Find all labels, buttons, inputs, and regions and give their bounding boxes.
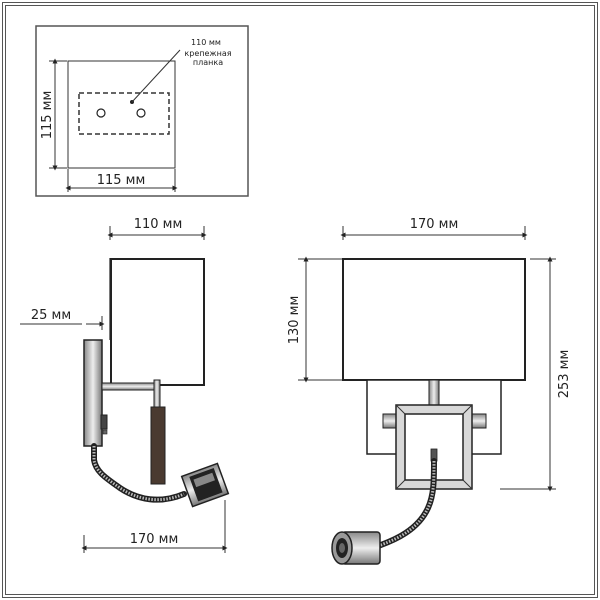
front-shade	[342, 258, 526, 381]
inset-height-label: 115 мм	[40, 91, 55, 140]
front-gooseneck	[375, 458, 437, 549]
front-connector-right	[471, 413, 487, 429]
wall-offset-label: 25 мм	[31, 308, 71, 323]
inset-width-label: 115 мм	[97, 173, 146, 188]
inset-mounting-plate: 115 мм 115 мм 110 мм крепежная планка	[35, 25, 249, 197]
screw-hole-left	[96, 108, 106, 118]
plate-width-label: 110 мм	[191, 38, 221, 47]
front-arm-joint	[428, 379, 440, 407]
side-arm	[101, 382, 158, 391]
screw-hole-right	[136, 108, 146, 118]
side-view: 110 мм 25 мм 170 мм	[20, 217, 230, 553]
front-reading-head	[331, 531, 381, 565]
side-reading-head	[180, 462, 230, 508]
plate-name-line1: крепежная	[184, 49, 231, 58]
side-stem	[150, 406, 166, 485]
side-arm-reach-label: 170 мм	[130, 532, 179, 547]
front-total-height-label: 253 мм	[557, 350, 572, 399]
side-shade	[110, 258, 205, 386]
plate-outline	[67, 60, 176, 169]
front-view: 170 мм 130 мм 253 мм	[287, 217, 572, 565]
side-shade-width-label: 110 мм	[134, 217, 183, 232]
front-shade-height-label: 130 мм	[287, 296, 302, 345]
side-switch	[100, 414, 108, 430]
side-gooseneck	[91, 443, 187, 503]
side-arm-joint	[153, 379, 161, 409]
plate-name-line2: планка	[193, 58, 223, 67]
mounting-bar	[78, 92, 170, 135]
front-shade-width-label: 170 мм	[410, 217, 459, 232]
leader-line	[131, 49, 181, 103]
side-wall-plate	[83, 339, 103, 447]
inset-box	[35, 25, 249, 197]
front-connector-left	[382, 413, 398, 429]
